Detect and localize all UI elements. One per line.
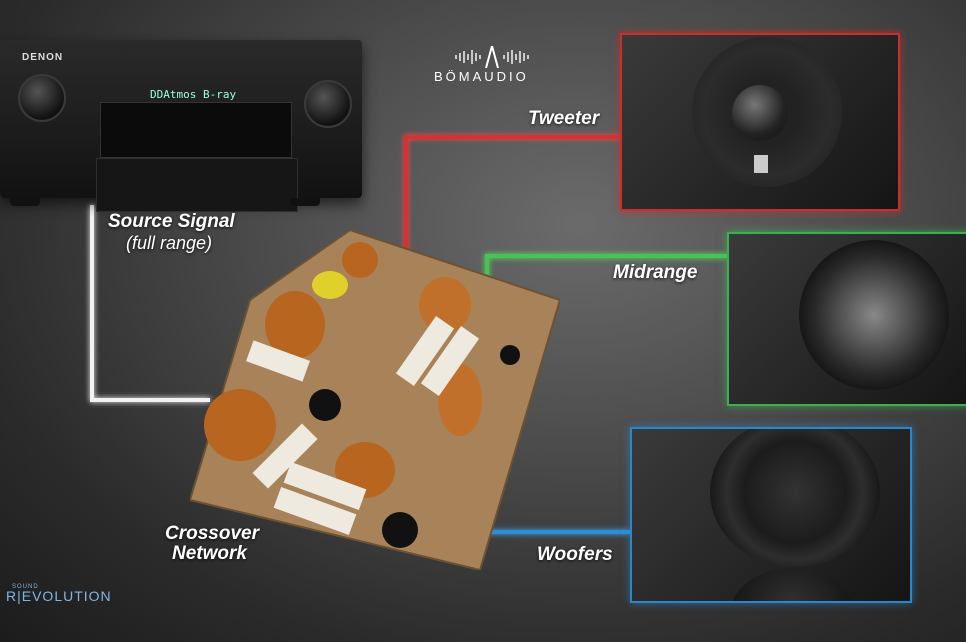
receiver-foot-right — [290, 198, 320, 206]
woofers-label: Woofers — [537, 544, 613, 565]
tweeter-speaker-image — [620, 33, 900, 211]
source-select-knob — [18, 74, 66, 122]
tweeter-label: Tweeter — [528, 108, 600, 129]
volume-knob — [304, 80, 352, 128]
footer-brand-small: SOUND — [12, 584, 39, 590]
crossover-label-line2: Network — [172, 543, 247, 564]
receiver-brand: DENON — [22, 52, 64, 63]
logo-text: BÖMAUDIO — [434, 69, 529, 84]
audio-wave-icon — [455, 46, 529, 68]
receiver-display — [100, 102, 292, 158]
crossover-network-image — [190, 230, 560, 570]
receiver-foot-left — [10, 198, 40, 206]
tweeter-wire — [404, 135, 620, 262]
midrange-speaker-image — [727, 232, 966, 406]
source-range-label: (full range) — [126, 233, 213, 253]
receiver-display-text: DDAtmos B-ray — [150, 88, 237, 101]
source-wire — [90, 205, 210, 402]
midrange-label: Midrange — [613, 262, 698, 283]
footer-brand-logo: R|EVOLUTION — [6, 588, 112, 604]
resistors — [246, 316, 480, 536]
receiver-front-panel — [96, 158, 298, 212]
inductor-coils — [204, 242, 482, 498]
capacitors — [309, 271, 520, 548]
av-receiver: DENON — [0, 40, 362, 212]
source-signal-label: Source Signal — [108, 211, 235, 232]
crossover-label-line1: Crossover — [165, 523, 259, 544]
woofer-speaker-image — [630, 427, 912, 603]
